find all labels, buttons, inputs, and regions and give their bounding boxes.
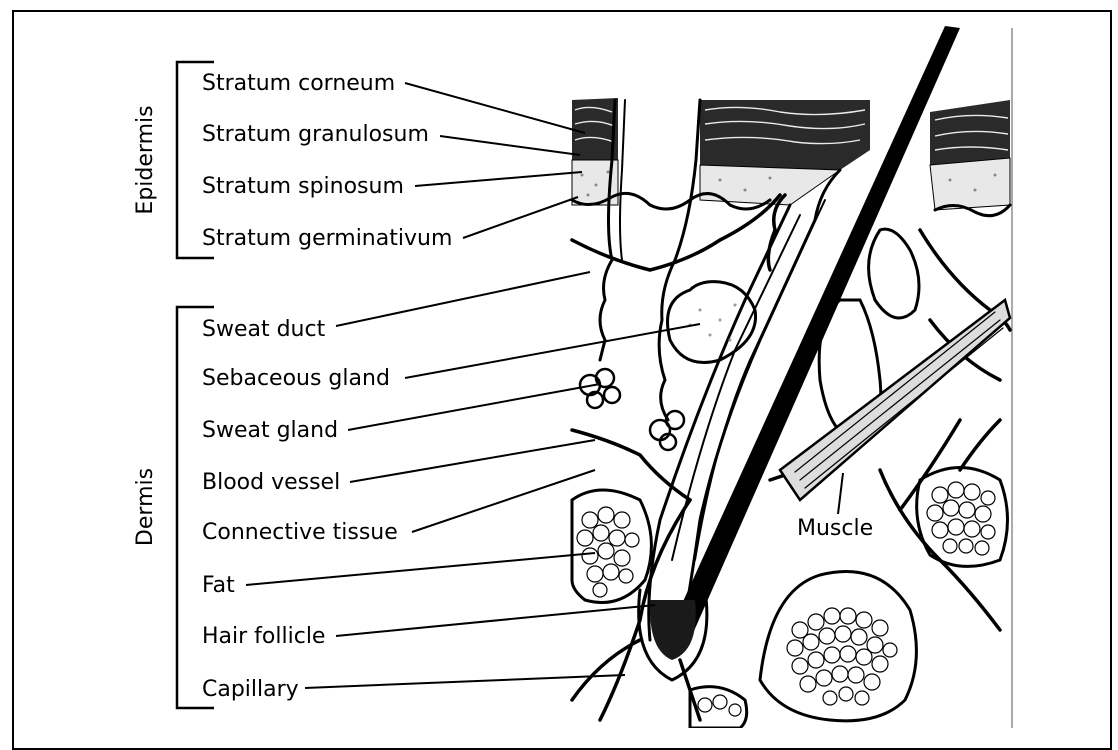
leader-sebaceous-gland xyxy=(405,324,700,378)
label-connective-tissue: Connective tissue xyxy=(202,520,398,545)
leader-fat xyxy=(246,553,595,585)
epidermis-section-label: Epidermis xyxy=(133,105,158,214)
label-blood-vessel: Blood vessel xyxy=(202,470,340,495)
leader-blood-vessel xyxy=(350,440,595,482)
label-stratum-germinativum: Stratum germinativum xyxy=(202,226,452,251)
leader-stratum-granulosum xyxy=(440,136,580,155)
leader-stratum-germinativum xyxy=(463,197,578,238)
leader-hair-follicle xyxy=(336,605,655,636)
label-sebaceous-gland: Sebaceous gland xyxy=(202,366,390,391)
leader-capillary xyxy=(305,675,625,688)
skin-diagram: Epidermis Dermis Stratum corneum Stratum… xyxy=(0,0,1118,728)
label-hair-follicle: Hair follicle xyxy=(202,624,325,649)
leader-sweat-duct xyxy=(336,272,590,326)
skin-illustration xyxy=(572,26,1012,728)
label-stratum-corneum: Stratum corneum xyxy=(202,71,395,96)
label-capillary: Capillary xyxy=(202,677,299,702)
dermis-section-label: Dermis xyxy=(133,468,158,546)
leader-connective-tissue xyxy=(412,470,595,532)
label-sweat-gland: Sweat gland xyxy=(202,418,338,443)
fat-lobules xyxy=(572,468,1008,729)
label-muscle: Muscle xyxy=(797,516,873,541)
label-stratum-granulosum: Stratum granulosum xyxy=(202,122,429,147)
label-fat: Fat xyxy=(202,573,235,598)
leader-muscle xyxy=(838,473,843,514)
leader-stratum-spinosum xyxy=(415,172,582,186)
leader-stratum-corneum xyxy=(405,83,585,133)
label-sweat-duct: Sweat duct xyxy=(202,317,326,342)
label-stratum-spinosum: Stratum spinosum xyxy=(202,174,404,199)
